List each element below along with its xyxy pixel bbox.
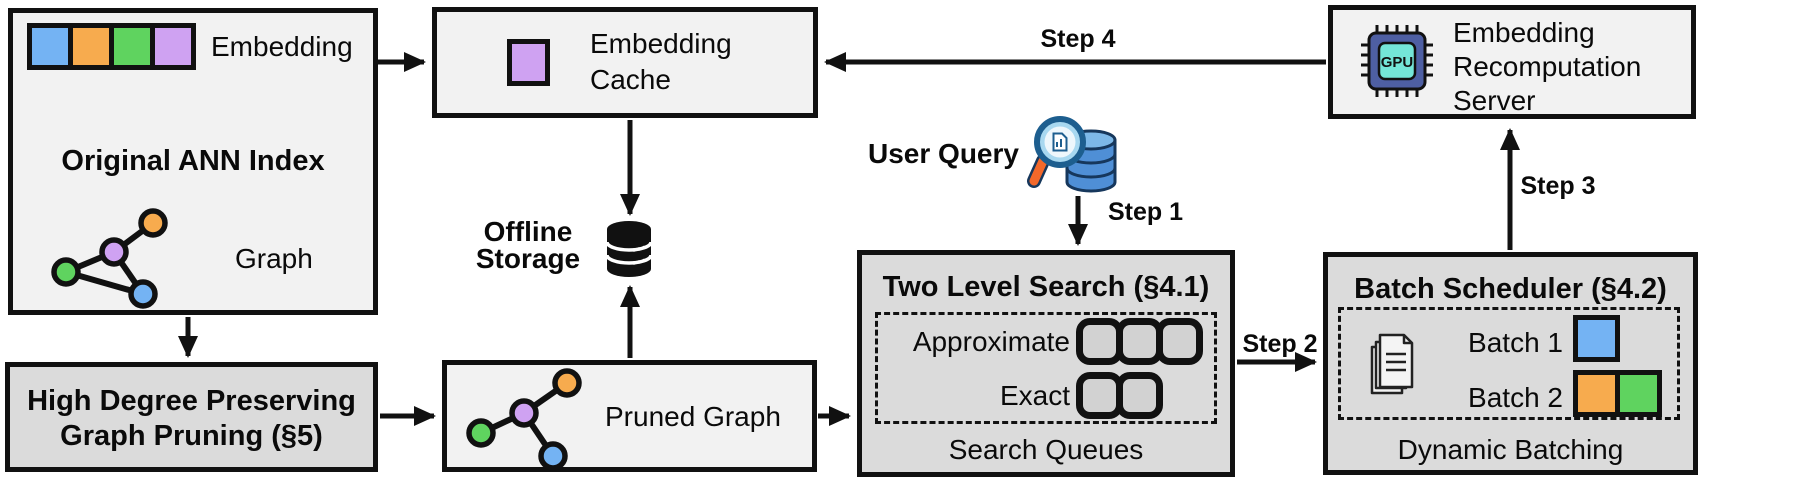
batch-scheduler-title: Batch Scheduler (§4.2) [1354, 273, 1667, 305]
two-level-search-box: Two Level Search (§4.1) Approximate Exac… [857, 250, 1235, 477]
approximate-label: Approximate [912, 326, 1070, 357]
embedding-label: Embedding [211, 31, 353, 62]
embedding-cell-green [109, 23, 155, 70]
recomputation-server-box: GPU Embedding Recomputation Server [1328, 5, 1696, 119]
embedding-vector-icon [27, 23, 196, 70]
dynamic-batching-footer: Dynamic Batching [1397, 434, 1624, 465]
offline-storage-label: Offline Storage [475, 216, 581, 274]
exact-label: Exact [999, 380, 1070, 411]
step4-label: Step 4 [1040, 25, 1116, 53]
user-query-label: User Query [868, 138, 1019, 169]
queue-slot [1156, 318, 1203, 365]
embedding-cache-label: Embedding Cache [590, 28, 732, 95]
graph-label: Graph [235, 243, 313, 274]
database-icon [605, 221, 653, 277]
step3-label: Step 3 [1520, 172, 1596, 200]
batch2-label: Batch 2 [1468, 382, 1563, 413]
queue-slot [1116, 318, 1163, 365]
dynamic-batching-dashed-region [1338, 307, 1680, 420]
magnifier-database-icon [1027, 116, 1117, 193]
approximate-queues [1076, 318, 1203, 365]
embedding-cell-purple [150, 23, 196, 70]
original-ann-title: Original ANN Index [61, 145, 325, 177]
pruned-graph-label: Pruned Graph [605, 401, 781, 432]
embedding-cell-blue [27, 23, 73, 70]
search-queues-dashed-region [875, 312, 1217, 424]
batch2-square-green [1615, 370, 1662, 417]
step1-label: Step 1 [1107, 198, 1184, 226]
embedding-cache-box: Embedding Cache [432, 7, 818, 118]
queue-slot [1116, 372, 1163, 419]
batch-scheduler-box: Batch Scheduler (§4.2) Batch 1 Batch 2 D… [1323, 252, 1698, 475]
batch1-label: Batch 1 [1468, 327, 1563, 358]
graph-pruning-title-line2: Graph Pruning (§5) [60, 420, 323, 452]
recomputation-server-label: Embedding Recomputation Server [1453, 17, 1642, 116]
exact-queues [1076, 372, 1163, 419]
graph-pruning-box: High Degree Preserving Graph Pruning (§5… [5, 362, 378, 472]
step2-label: Step 2 [1242, 330, 1318, 358]
documents-icon [1370, 333, 1414, 395]
cached-embedding-icon [507, 39, 550, 86]
gpu-label: GPU [1381, 54, 1414, 71]
gpu-chip-icon: GPU [1361, 25, 1433, 97]
pruned-graph-box: Pruned Graph [442, 360, 817, 472]
original-ann-index-box: Embedding Original ANN Index Graph [8, 8, 378, 315]
two-level-search-title: Two Level Search (§4.1) [882, 271, 1210, 303]
batch2-square-orange [1573, 370, 1620, 417]
batch1-square-blue [1573, 315, 1620, 362]
graph-pruning-title-line1: High Degree Preserving [27, 385, 356, 417]
embedding-cell-orange [68, 23, 114, 70]
graph-icon [51, 208, 168, 309]
search-queues-footer: Search Queues [948, 434, 1144, 465]
pruned-graph-icon [466, 368, 582, 471]
